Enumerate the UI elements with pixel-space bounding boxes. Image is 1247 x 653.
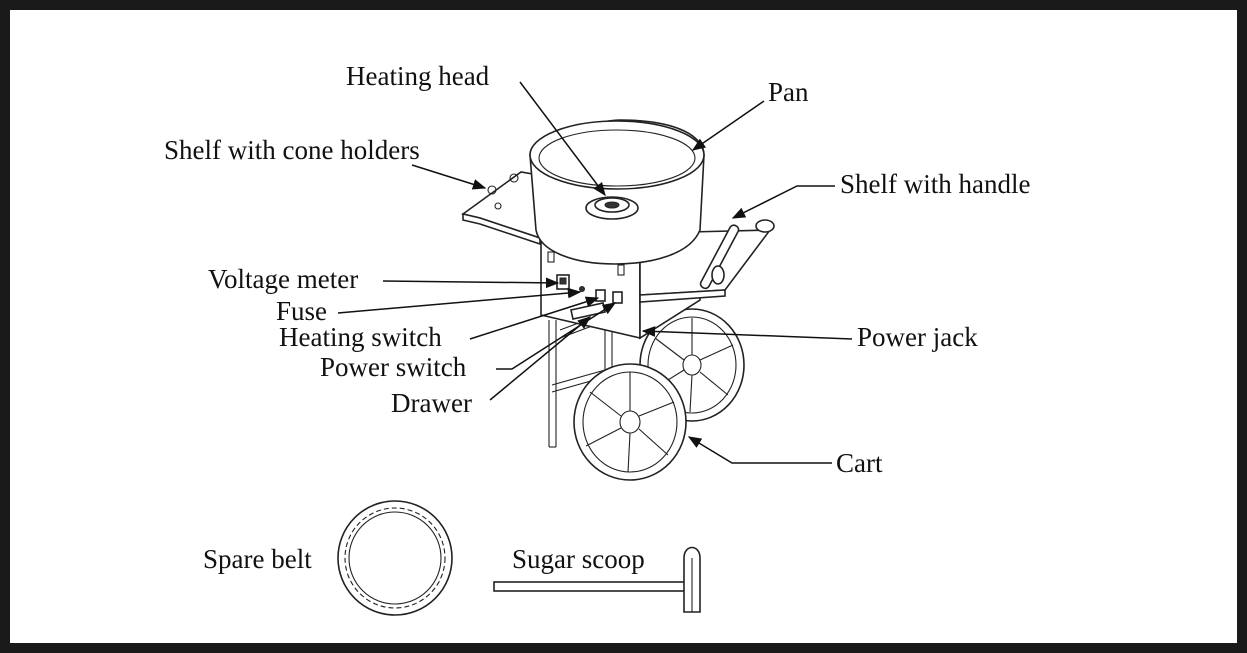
label-sugar-scoop: Sugar scoop: [512, 544, 645, 574]
sugar-scoop-part: [493, 546, 701, 613]
labels: Heating head Pan Shelf with cone holders…: [164, 61, 1030, 574]
label-shelf-with-handle: Shelf with handle: [840, 169, 1030, 199]
leader-lines: [337, 81, 853, 464]
label-heating-head: Heating head: [346, 61, 490, 91]
label-shelf-with-cone-holders: Shelf with cone holders: [164, 135, 420, 165]
label-voltage-meter: Voltage meter: [208, 264, 358, 294]
cart-wheel-front: [573, 363, 687, 481]
label-drawer: Drawer: [391, 388, 472, 418]
pan-part: [529, 119, 705, 265]
label-power-switch: Power switch: [320, 352, 467, 382]
spare-belt-part: [337, 500, 453, 616]
label-heating-switch: Heating switch: [279, 322, 442, 352]
label-power-jack: Power jack: [857, 322, 978, 352]
label-spare-belt: Spare belt: [203, 544, 312, 574]
machine-illustration: [461, 119, 775, 481]
label-pan: Pan: [768, 77, 809, 107]
power-switch-part: [612, 291, 623, 304]
label-cart: Cart: [836, 448, 883, 478]
fuse-part: [579, 286, 585, 292]
label-fuse: Fuse: [276, 296, 327, 326]
heating-switch-part: [595, 289, 606, 302]
